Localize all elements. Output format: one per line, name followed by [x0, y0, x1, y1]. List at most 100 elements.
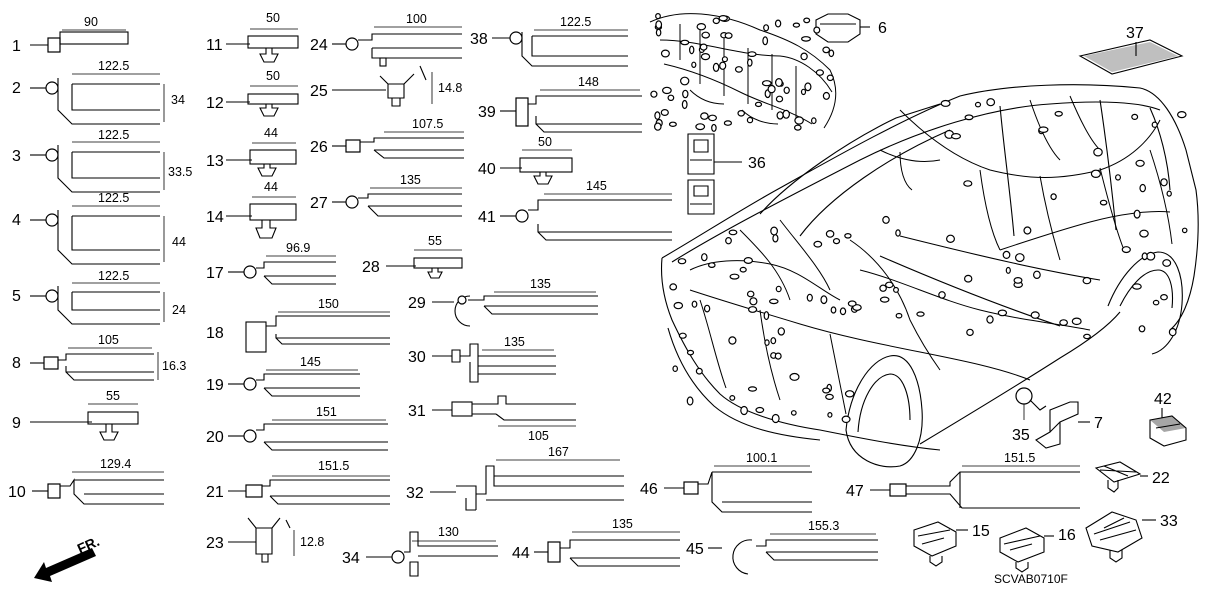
part-number: 45	[686, 541, 704, 558]
harness-connector	[772, 234, 779, 243]
part-number: 36	[748, 155, 766, 172]
harness-connector	[721, 56, 729, 63]
dimension-label: 135	[612, 517, 633, 531]
part-number: 32	[406, 485, 424, 502]
part-2: 2 122.5 34	[12, 59, 185, 125]
harness-connector	[747, 386, 758, 392]
harness-connector	[695, 123, 706, 131]
harness-connector	[700, 253, 708, 262]
harness-connector	[655, 28, 662, 37]
harness-connector	[725, 236, 732, 245]
part-number: 23	[206, 535, 224, 552]
harness-connector	[1090, 169, 1102, 178]
part-44: 45 155.3	[686, 519, 878, 575]
dimension-label: 105	[98, 333, 119, 347]
harness-connector	[691, 300, 698, 308]
harness-connector	[974, 101, 982, 108]
harness-connector	[810, 117, 817, 125]
harness-connector	[945, 234, 955, 243]
harness-connector	[747, 306, 758, 313]
part-number: 5	[12, 288, 21, 305]
part-number: 12	[206, 95, 224, 112]
clip-head	[683, 481, 699, 495]
harness-connector	[696, 23, 707, 31]
dimension-label: 100.1	[746, 451, 777, 465]
part-16: 16	[999, 527, 1076, 573]
harness-connector	[1160, 178, 1168, 187]
harness-connector	[879, 284, 887, 292]
harness-connector	[822, 387, 831, 394]
dimension-label: 50	[266, 11, 280, 25]
harness-connector	[813, 240, 823, 248]
part-5: 5 122.5 24	[12, 269, 186, 325]
dimension-label: 145	[586, 179, 607, 193]
harness-connector	[667, 94, 675, 102]
dimension-label: 14.8	[438, 81, 462, 95]
dimension-label: 44	[264, 126, 278, 140]
harness-connector	[804, 82, 812, 92]
harness-connector	[1023, 226, 1032, 235]
harness-connector	[822, 91, 831, 100]
harness-connector	[682, 89, 689, 99]
harness-connector	[655, 20, 663, 29]
harness-connector	[1002, 250, 1011, 259]
harness-connector	[707, 262, 716, 269]
clip-head	[43, 356, 59, 370]
part-23: 23 12.8	[206, 517, 324, 563]
harness-connector	[916, 311, 925, 317]
dimension-label: 50	[538, 135, 552, 149]
clip-head	[889, 483, 907, 497]
harness-connector	[832, 238, 841, 245]
harness-connector	[815, 69, 825, 76]
dimension-label: 135	[400, 173, 421, 187]
harness-connector	[775, 95, 784, 103]
harness-connector	[1050, 193, 1057, 201]
clip-head	[345, 195, 359, 209]
harness-connector	[1160, 294, 1168, 301]
harness-connector	[1054, 110, 1063, 117]
dimension-label: 12.8	[300, 535, 324, 549]
harness-connector	[895, 229, 901, 237]
part-number: 13	[206, 153, 224, 170]
harness-connector	[841, 415, 851, 424]
harness-connector	[681, 99, 688, 110]
harness-connector	[1139, 229, 1149, 238]
harness-connector	[749, 297, 758, 306]
harness-connector	[703, 304, 711, 313]
clip-head	[345, 37, 359, 51]
part-32: 32 167	[406, 445, 624, 511]
part-22: 22	[1094, 461, 1170, 493]
harness-connector	[668, 121, 677, 128]
harness-connector	[1162, 259, 1172, 267]
harness-connector	[827, 412, 833, 418]
clip-head	[47, 483, 61, 499]
part-number: 34	[342, 550, 360, 567]
part-39: 39 148	[478, 75, 642, 133]
part-number: 9	[12, 415, 21, 432]
harness-connector	[822, 46, 831, 54]
part-number: 42	[1154, 391, 1172, 408]
harness-connector	[655, 13, 661, 20]
dimension-label: 151	[316, 405, 337, 419]
harness-connector	[695, 367, 703, 375]
harness-connector	[712, 17, 721, 25]
harness-connector	[1141, 252, 1148, 261]
clip-head	[245, 484, 263, 498]
harness-connector	[680, 76, 690, 86]
part-number: 22	[1152, 470, 1170, 487]
harness-connector	[826, 74, 834, 82]
harness-connector	[963, 180, 973, 187]
harness-connector	[940, 99, 951, 107]
dimension-label: 122.5	[98, 269, 129, 283]
clip-head	[345, 139, 361, 153]
dimension-label: 151.5	[318, 459, 349, 473]
part-11: 11 50	[206, 11, 299, 63]
part-number: 28	[362, 259, 380, 276]
harness-connector	[1138, 325, 1146, 333]
harness-connector	[729, 395, 736, 401]
harness-connector	[794, 116, 804, 125]
harness-connector	[728, 336, 737, 345]
part-1: 1 90	[12, 15, 129, 55]
harness-connector	[966, 328, 974, 337]
harness-connector	[755, 406, 765, 414]
